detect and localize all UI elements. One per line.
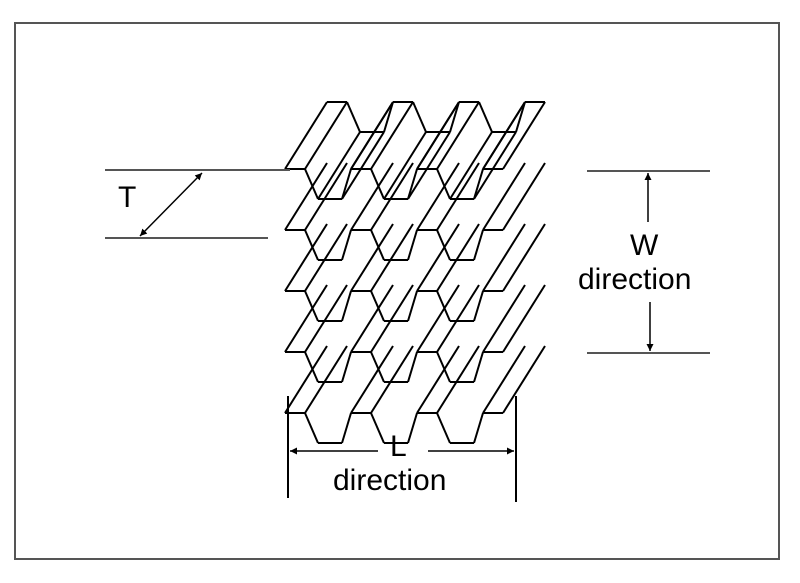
cell-wall-front — [473, 229, 484, 261]
width-letter-label: W — [630, 229, 659, 262]
cell-wall-front — [473, 168, 484, 200]
cell-wall-depth — [304, 284, 348, 353]
cell-wall-front — [341, 229, 352, 261]
cell-wall-depth — [502, 162, 546, 231]
cell-wall-front — [407, 229, 418, 261]
width-word-label: direction — [578, 263, 692, 296]
cell-wall-depth — [350, 284, 394, 353]
cell-wall-depth — [482, 284, 526, 353]
cell-wall-depth — [350, 223, 394, 292]
cell-wall-front — [304, 351, 319, 383]
cell-wall-depth — [350, 101, 394, 170]
cell-wall-depth — [416, 223, 460, 292]
cell-wall-depth — [436, 223, 480, 292]
length-dimension — [287, 396, 517, 502]
thickness-arrow — [139, 172, 203, 237]
cell-wall-front — [436, 412, 451, 444]
cell-wall-front — [473, 351, 484, 383]
cell-wall-depth — [502, 101, 546, 170]
cell-wall-depth — [370, 162, 414, 231]
cell-wall-front — [370, 351, 385, 383]
thickness-dimension — [105, 169, 290, 239]
cell-wall-depth — [370, 345, 414, 414]
cell-wall-depth — [416, 345, 460, 414]
cell-wall-depth — [284, 223, 328, 292]
cell-wall-depth — [350, 162, 394, 231]
honeycomb-core — [284, 101, 546, 444]
cell-wall-depth — [383, 131, 427, 200]
cell-wall-depth — [502, 345, 546, 414]
cell-wall-depth — [407, 131, 451, 200]
cell-wall-back — [478, 101, 493, 133]
width-dimension — [587, 170, 710, 354]
cell-wall-front — [370, 412, 385, 444]
cell-wall-front — [436, 290, 451, 322]
thickness-label: T — [118, 181, 137, 214]
cell-wall-front — [341, 290, 352, 322]
cell-wall-back — [515, 101, 526, 133]
cell-wall-back — [449, 101, 460, 133]
cell-wall-depth — [341, 131, 385, 200]
cell-wall-front — [370, 229, 385, 261]
cell-wall-depth — [304, 223, 348, 292]
cell-wall-depth — [482, 345, 526, 414]
cell-wall-front — [341, 412, 352, 444]
cell-wall-depth — [482, 101, 526, 170]
cell-wall-front — [473, 412, 484, 444]
cell-wall-depth — [416, 284, 460, 353]
cell-wall-depth — [502, 284, 546, 353]
cell-wall-depth — [436, 101, 480, 170]
cell-wall-depth — [436, 162, 480, 231]
cell-wall-front — [341, 351, 352, 383]
cell-wall-depth — [436, 345, 480, 414]
cell-wall-depth — [304, 345, 348, 414]
cell-wall-front — [304, 290, 319, 322]
length-letter-label: L — [390, 430, 407, 463]
cell-wall-depth — [449, 131, 493, 200]
cell-wall-front — [473, 290, 484, 322]
cell-wall-front — [407, 412, 418, 444]
cell-wall-front — [407, 168, 418, 200]
cell-wall-depth — [482, 223, 526, 292]
cell-wall-depth — [482, 162, 526, 231]
cell-wall-depth — [284, 345, 328, 414]
cell-wall-depth — [284, 162, 328, 231]
cell-wall-depth — [473, 131, 517, 200]
cell-wall-front — [304, 412, 319, 444]
cell-wall-depth — [304, 162, 348, 231]
cell-wall-front — [407, 290, 418, 322]
cell-wall-front — [341, 168, 352, 200]
cell-wall-front — [304, 168, 319, 200]
cell-wall-depth — [370, 223, 414, 292]
cell-wall-front — [436, 229, 451, 261]
cell-wall-depth — [304, 101, 348, 170]
cell-wall-front — [304, 229, 319, 261]
cell-wall-depth — [370, 101, 414, 170]
cell-wall-back — [383, 101, 394, 133]
cell-wall-back — [346, 101, 361, 133]
cell-wall-depth — [350, 345, 394, 414]
length-word-label: direction — [333, 464, 447, 497]
figure-frame — [14, 22, 780, 560]
cell-wall-depth — [284, 101, 328, 170]
cell-wall-back — [412, 101, 427, 133]
cell-wall-front — [436, 351, 451, 383]
cell-wall-depth — [317, 131, 361, 200]
cell-wall-depth — [416, 101, 460, 170]
cell-wall-front — [407, 351, 418, 383]
cell-wall-front — [370, 168, 385, 200]
cell-wall-front — [370, 290, 385, 322]
cell-wall-front — [436, 168, 451, 200]
cell-wall-depth — [502, 223, 546, 292]
cell-wall-depth — [370, 284, 414, 353]
cell-wall-depth — [436, 284, 480, 353]
cell-wall-depth — [416, 162, 460, 231]
cell-wall-depth — [284, 284, 328, 353]
